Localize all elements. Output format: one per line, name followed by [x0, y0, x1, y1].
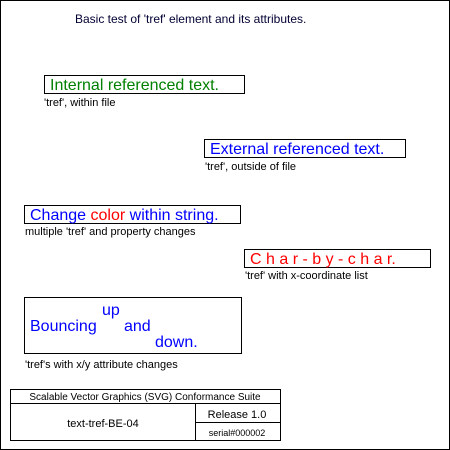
char-by-char-text: C h a r - b y - c h a r. — [250, 251, 396, 268]
change-color-test-box — [24, 205, 241, 224]
change-color-part-3: within string. — [125, 207, 218, 224]
bouncing-word-4: down. — [155, 334, 198, 351]
footer-serial: serial#000002 — [209, 428, 266, 438]
char-by-char-caption: 'tref' with x-coordinate list — [245, 270, 368, 282]
bouncing-word-2: up — [102, 302, 120, 319]
change-color-part-1: Change — [30, 207, 91, 224]
external-caption: 'tref', outside of file — [205, 161, 296, 173]
bouncing-word-3: and — [124, 318, 151, 335]
internal-test-box — [44, 75, 245, 94]
change-color-string: Change color within string. — [30, 207, 219, 224]
footer-suite-label: Scalable Vector Graphics (SVG) Conforman… — [29, 392, 261, 403]
internal-referenced-text: Internal referenced text. — [50, 77, 219, 94]
change-color-part-accent: color — [91, 207, 126, 224]
external-referenced-text: External referenced text. — [210, 141, 384, 158]
footer-box — [10, 389, 281, 441]
bouncing-caption: 'tref's with x/y attribute changes — [25, 359, 178, 371]
internal-caption: 'tref', within file — [44, 97, 115, 109]
external-test-box — [204, 139, 406, 158]
footer-release: Release 1.0 — [208, 409, 267, 421]
bouncing-test-box — [24, 297, 242, 354]
footer-test-name: text-tref-BE-04 — [67, 418, 139, 430]
bouncing-word-1: Bouncing — [30, 318, 97, 335]
char-by-char-test-box — [244, 249, 431, 268]
page-title: Basic test of 'tref' element and its att… — [75, 12, 306, 26]
change-color-caption: multiple 'tref' and property changes — [25, 226, 196, 238]
